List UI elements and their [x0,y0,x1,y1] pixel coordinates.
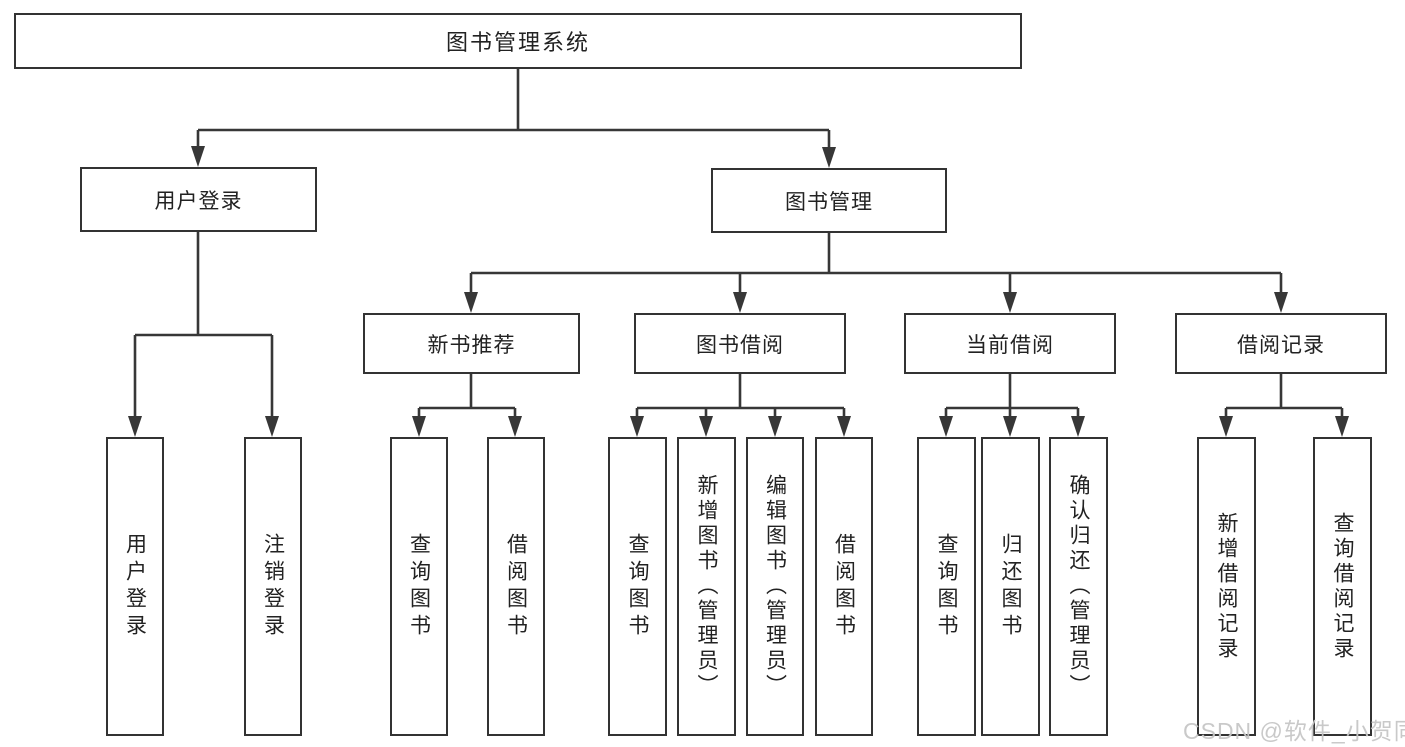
leaf-confirm-return-admin: 确认归还（管理员） [1049,437,1108,736]
leaf-query-books-current: 查询图书 [917,437,976,736]
node-user-login-branch: 用户登录 [80,167,317,232]
leaf-user-login: 用户登录 [106,437,164,736]
csdn-watermark: CSDN @软件_小贺同学 [1183,718,1405,744]
leaf-add-book-admin: 新增图书（管理员） [677,437,736,736]
node-current-borrow: 当前借阅 [904,313,1116,374]
leaf-borrow-book: 借阅图书 [815,437,873,736]
node-book-management-branch: 图书管理 [711,168,947,233]
leaf-query-books-recommend: 查询图书 [390,437,448,736]
leaf-edit-book-admin: 编辑图书（管理员） [746,437,804,736]
leaf-return-book: 归还图书 [981,437,1040,736]
node-new-book-recommend: 新书推荐 [363,313,580,374]
leaf-add-borrow-record: 新增借阅记录 [1197,437,1256,736]
leaf-borrow-books-recommend: 借阅图书 [487,437,545,736]
leaf-query-borrow-record: 查询借阅记录 [1313,437,1372,736]
leaf-logout: 注销登录 [244,437,302,736]
node-borrow-records: 借阅记录 [1175,313,1387,374]
node-book-borrow: 图书借阅 [634,313,846,374]
arrowheads [128,146,1349,437]
node-root-system: 图书管理系统 [14,13,1022,69]
leaf-query-books-borrow: 查询图书 [608,437,667,736]
